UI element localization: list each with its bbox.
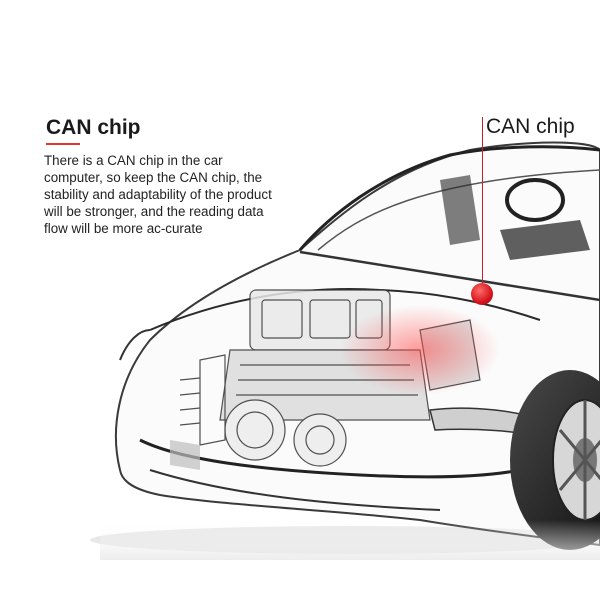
can-chip-marker [471, 283, 493, 305]
heading-accent-rule [46, 143, 80, 145]
can-chip-heading: CAN chip [46, 116, 141, 139]
callout-leader-line [482, 117, 483, 289]
can-chip-description: There is a CAN chip in the car computer,… [44, 153, 272, 236]
callout-label: CAN chip [486, 115, 575, 138]
